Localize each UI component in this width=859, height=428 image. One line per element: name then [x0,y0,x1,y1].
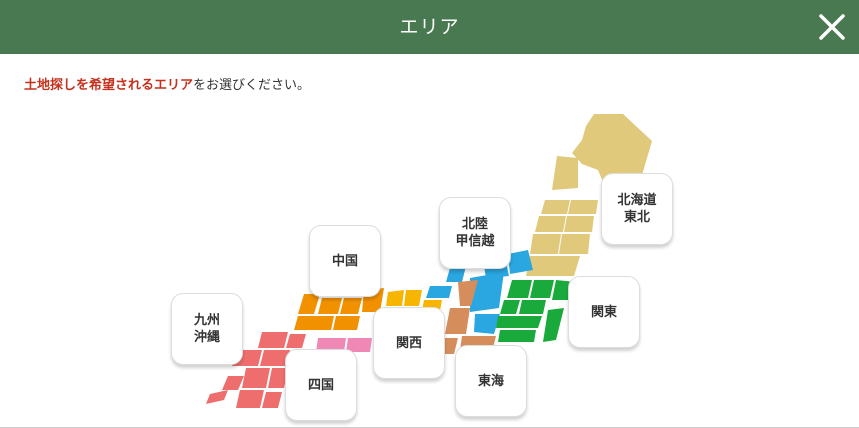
region-map-hokkaido-tohoku[interactable] [526,114,652,276]
instruction-rest: をお選びください。 [193,78,311,93]
region-map-hokuriku-koshinetsu[interactable] [426,250,533,334]
region-button-label: 沖縄 [193,330,220,345]
region-button-label: 関西 [395,335,422,351]
region-button-hokkaido-tohoku[interactable]: 北海道 東北 [601,173,673,245]
region-button-label: 関東 [590,304,617,320]
dialog-header: エリア [0,0,859,54]
region-button-label: 九州 [193,313,220,328]
instruction-text: 土地探しを希望されるエリアをお選びください。 [24,74,310,93]
close-icon [819,14,845,40]
region-button-label: 甲信越 [455,234,495,249]
region-button-label: 北陸 [461,217,488,232]
region-button-label: 東北 [623,210,650,225]
region-button-shikoku[interactable]: 四国 [285,349,357,421]
region-map-kanto[interactable] [496,280,576,342]
close-button[interactable] [813,8,851,46]
instruction-highlight: 土地探しを希望されるエリア [24,78,194,93]
region-button-chugoku[interactable]: 中国 [309,225,381,297]
region-button-hokuriku-koshinetsu[interactable]: 北陸 甲信越 [439,197,511,269]
region-button-label: 四国 [307,377,334,393]
dialog-title: エリア [399,16,460,38]
region-button-kyushu-okinawa[interactable]: 九州 沖縄 [171,293,243,365]
region-button-tokai[interactable]: 東海 [455,345,527,417]
region-button-label: 東海 [477,373,504,389]
region-button-kansai[interactable]: 関西 [373,307,445,379]
region-map-kyushu-okinawa[interactable] [206,332,306,408]
region-button-kanto[interactable]: 関東 [568,276,640,348]
region-button-label: 北海道 [617,193,657,208]
region-button-label: 中国 [331,253,358,269]
region-map-chugoku[interactable] [294,288,384,330]
